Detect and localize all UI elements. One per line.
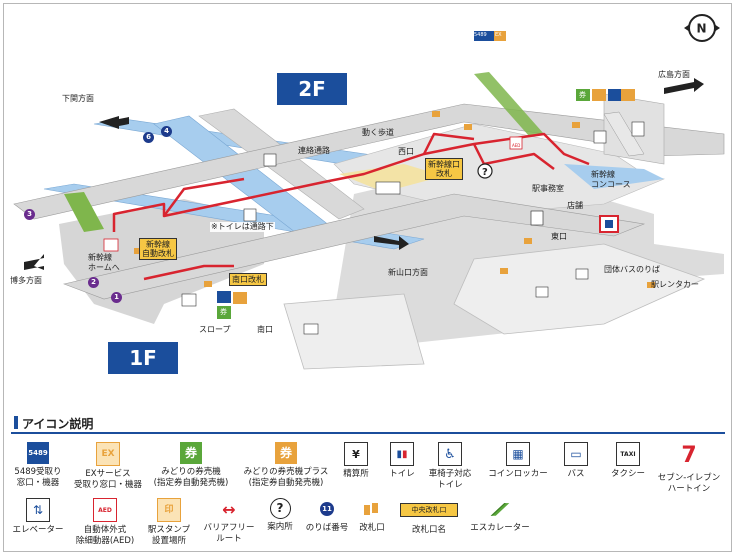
south-gate-label: 南口改札: [229, 273, 267, 286]
ticket-5489-icon: 5489: [27, 442, 49, 464]
legend-divider: [11, 432, 725, 434]
ticket-gate-icon: [361, 498, 383, 520]
legend-item-gate-name: 中央改札口 改札口名: [396, 498, 462, 536]
to-shinkansen-home-label: 新幹線 ホームへ: [88, 253, 120, 272]
legend-item-elevator: ⇅ エレベーター: [6, 498, 70, 536]
slope-label: スロープ: [199, 325, 231, 334]
arrow-hakata: [24, 254, 44, 270]
map-frame: [3, 3, 732, 552]
barrier-free-route-icon: ↔: [222, 499, 236, 519]
map-ex-icon: EX: [495, 32, 502, 38]
midori-ticket-machine-icon: 券: [180, 442, 202, 464]
platform-number-3: 3: [24, 209, 35, 220]
legend-item-ex: EX EXサービス 受取り窓口・機器: [68, 442, 148, 491]
legend-item-5489: 5489 5489受取り 窓口・機器: [8, 442, 68, 489]
barrier-free-route: [112, 132, 590, 281]
legend-item-barrier-free: ↔ バリアフリー ルート: [203, 499, 255, 544]
south-road: [283, 293, 425, 370]
legend-item-aed: AED 自動体外式 除細動器(AED): [70, 498, 140, 547]
shop-area: [339, 164, 444, 192]
platform-number-2: 2: [88, 277, 99, 288]
info-map-marker: [477, 163, 493, 179]
platform-number-icon: 11: [320, 502, 334, 516]
information-icon: ?: [269, 498, 291, 519]
legend-item-stamp: 印 駅スタンプ 設置場所: [140, 498, 198, 547]
floor-1f-label: 1F: [108, 342, 178, 374]
aed-icon: AED: [93, 498, 117, 522]
station-office-label: 駅事務室: [532, 184, 564, 193]
shops-label: 店舗: [567, 201, 583, 210]
legend-item-bus: ▭ バス: [556, 442, 596, 480]
east-exit-label: 東口: [551, 232, 567, 241]
legend-item-ticket-gate: 改札口: [350, 498, 394, 534]
arrow-shimonoseki: [99, 116, 129, 129]
legend-item-escalator: エスカレーター: [464, 498, 536, 534]
moving-walkway-label: 動く歩道: [362, 128, 394, 137]
platform-number-1: 1: [111, 292, 122, 303]
direction-shimonoseki: 下関方面: [62, 94, 94, 103]
escalator-north: [474, 72, 544, 136]
escalator-west: [64, 192, 104, 232]
platform-number-6: 6: [143, 132, 154, 143]
bus-icon: ▭: [564, 442, 588, 466]
ex-service-icon: EX: [96, 442, 120, 466]
legend-title: アイコン説明: [22, 417, 94, 431]
map-ken-south-icon: 券: [220, 308, 227, 316]
arrow-hiroshima: [664, 78, 704, 94]
seven-eleven-icon: 7: [681, 442, 697, 468]
platform-number-4: 4: [161, 126, 172, 137]
elevator-icon: ⇅: [26, 498, 50, 522]
legend-item-taxi: TAXI タクシー: [604, 442, 652, 480]
svg-text:N: N: [697, 22, 707, 36]
floor-2f-label: 2F: [277, 73, 347, 105]
east-road: [453, 243, 706, 335]
legend-item-fare: ¥ 精算所: [334, 442, 378, 480]
west-exit-label: 西口: [398, 147, 414, 156]
legend-item-info: ? 案内所: [258, 498, 302, 533]
station-map: ?: [13, 31, 725, 370]
arrow-shinyamaguchi: [374, 236, 409, 250]
toilet-note-label: ※トイレは通路下: [210, 222, 275, 232]
compass-icon: N: [684, 14, 720, 42]
legend-accent-bar: [14, 416, 18, 429]
svg-text:?: ?: [482, 167, 488, 178]
escalator-icon: [489, 498, 511, 520]
escalator-east: [603, 111, 645, 157]
direction-hakata: 博多方面: [10, 276, 42, 285]
legend-item-platform-no: 11 のりば番号: [302, 498, 352, 534]
group-bus-label: 団体バスのりば: [604, 265, 660, 274]
south-exit-label: 南口: [257, 325, 273, 334]
concourse-label: 新幹線 コンコース: [591, 170, 631, 189]
legend-item-locker: ▦ コインロッカー: [482, 442, 554, 480]
lower-walkway: [62, 193, 646, 300]
midori-ticket-machine-plus-icon: 券: [275, 442, 297, 464]
coin-locker-icon: ▦: [506, 442, 530, 466]
map-ken-icon: 券: [579, 91, 586, 99]
direction-shinyamaguchi: 新山口方面: [388, 268, 428, 277]
map-aed-icon: AED: [512, 143, 521, 148]
taxi-icon: TAXI: [616, 442, 640, 466]
legend-item-wheelchair: ♿ 車椅子対応 トイレ: [424, 442, 476, 491]
rent-a-car-label: 駅レンタカー: [651, 280, 699, 289]
legend-item-seven: 7 セブン-イレブン ハートイン: [652, 440, 726, 495]
toilet-icon: ▮▮: [390, 442, 414, 466]
renraku-tsuro-label: 連絡通路: [298, 146, 330, 155]
map-5489-icon: 5489: [474, 32, 487, 38]
legend-item-toilet: ▮▮ トイレ: [380, 442, 424, 480]
shinkansen-auto-gate-label: 新幹線 自動改札: [139, 238, 177, 260]
shinkansen-gate-label: 新幹線口 改札: [425, 158, 463, 180]
gate-name-icon: 中央改札口: [400, 503, 458, 517]
wheelchair-toilet-icon: ♿: [438, 442, 462, 466]
direction-hiroshima: 広島方面: [658, 70, 690, 79]
tracks-cross-2: [198, 108, 365, 220]
station-stamp-icon: 印: [157, 498, 181, 522]
fare-adjustment-icon: ¥: [344, 442, 368, 466]
legend-item-midori-plus: 券 みどりの券売機プラス (指定券自動発売機): [234, 442, 338, 489]
legend-item-midori: 券 みどりの券売機 (指定券自動発売機): [146, 442, 236, 489]
concourse-blue: [564, 164, 664, 189]
